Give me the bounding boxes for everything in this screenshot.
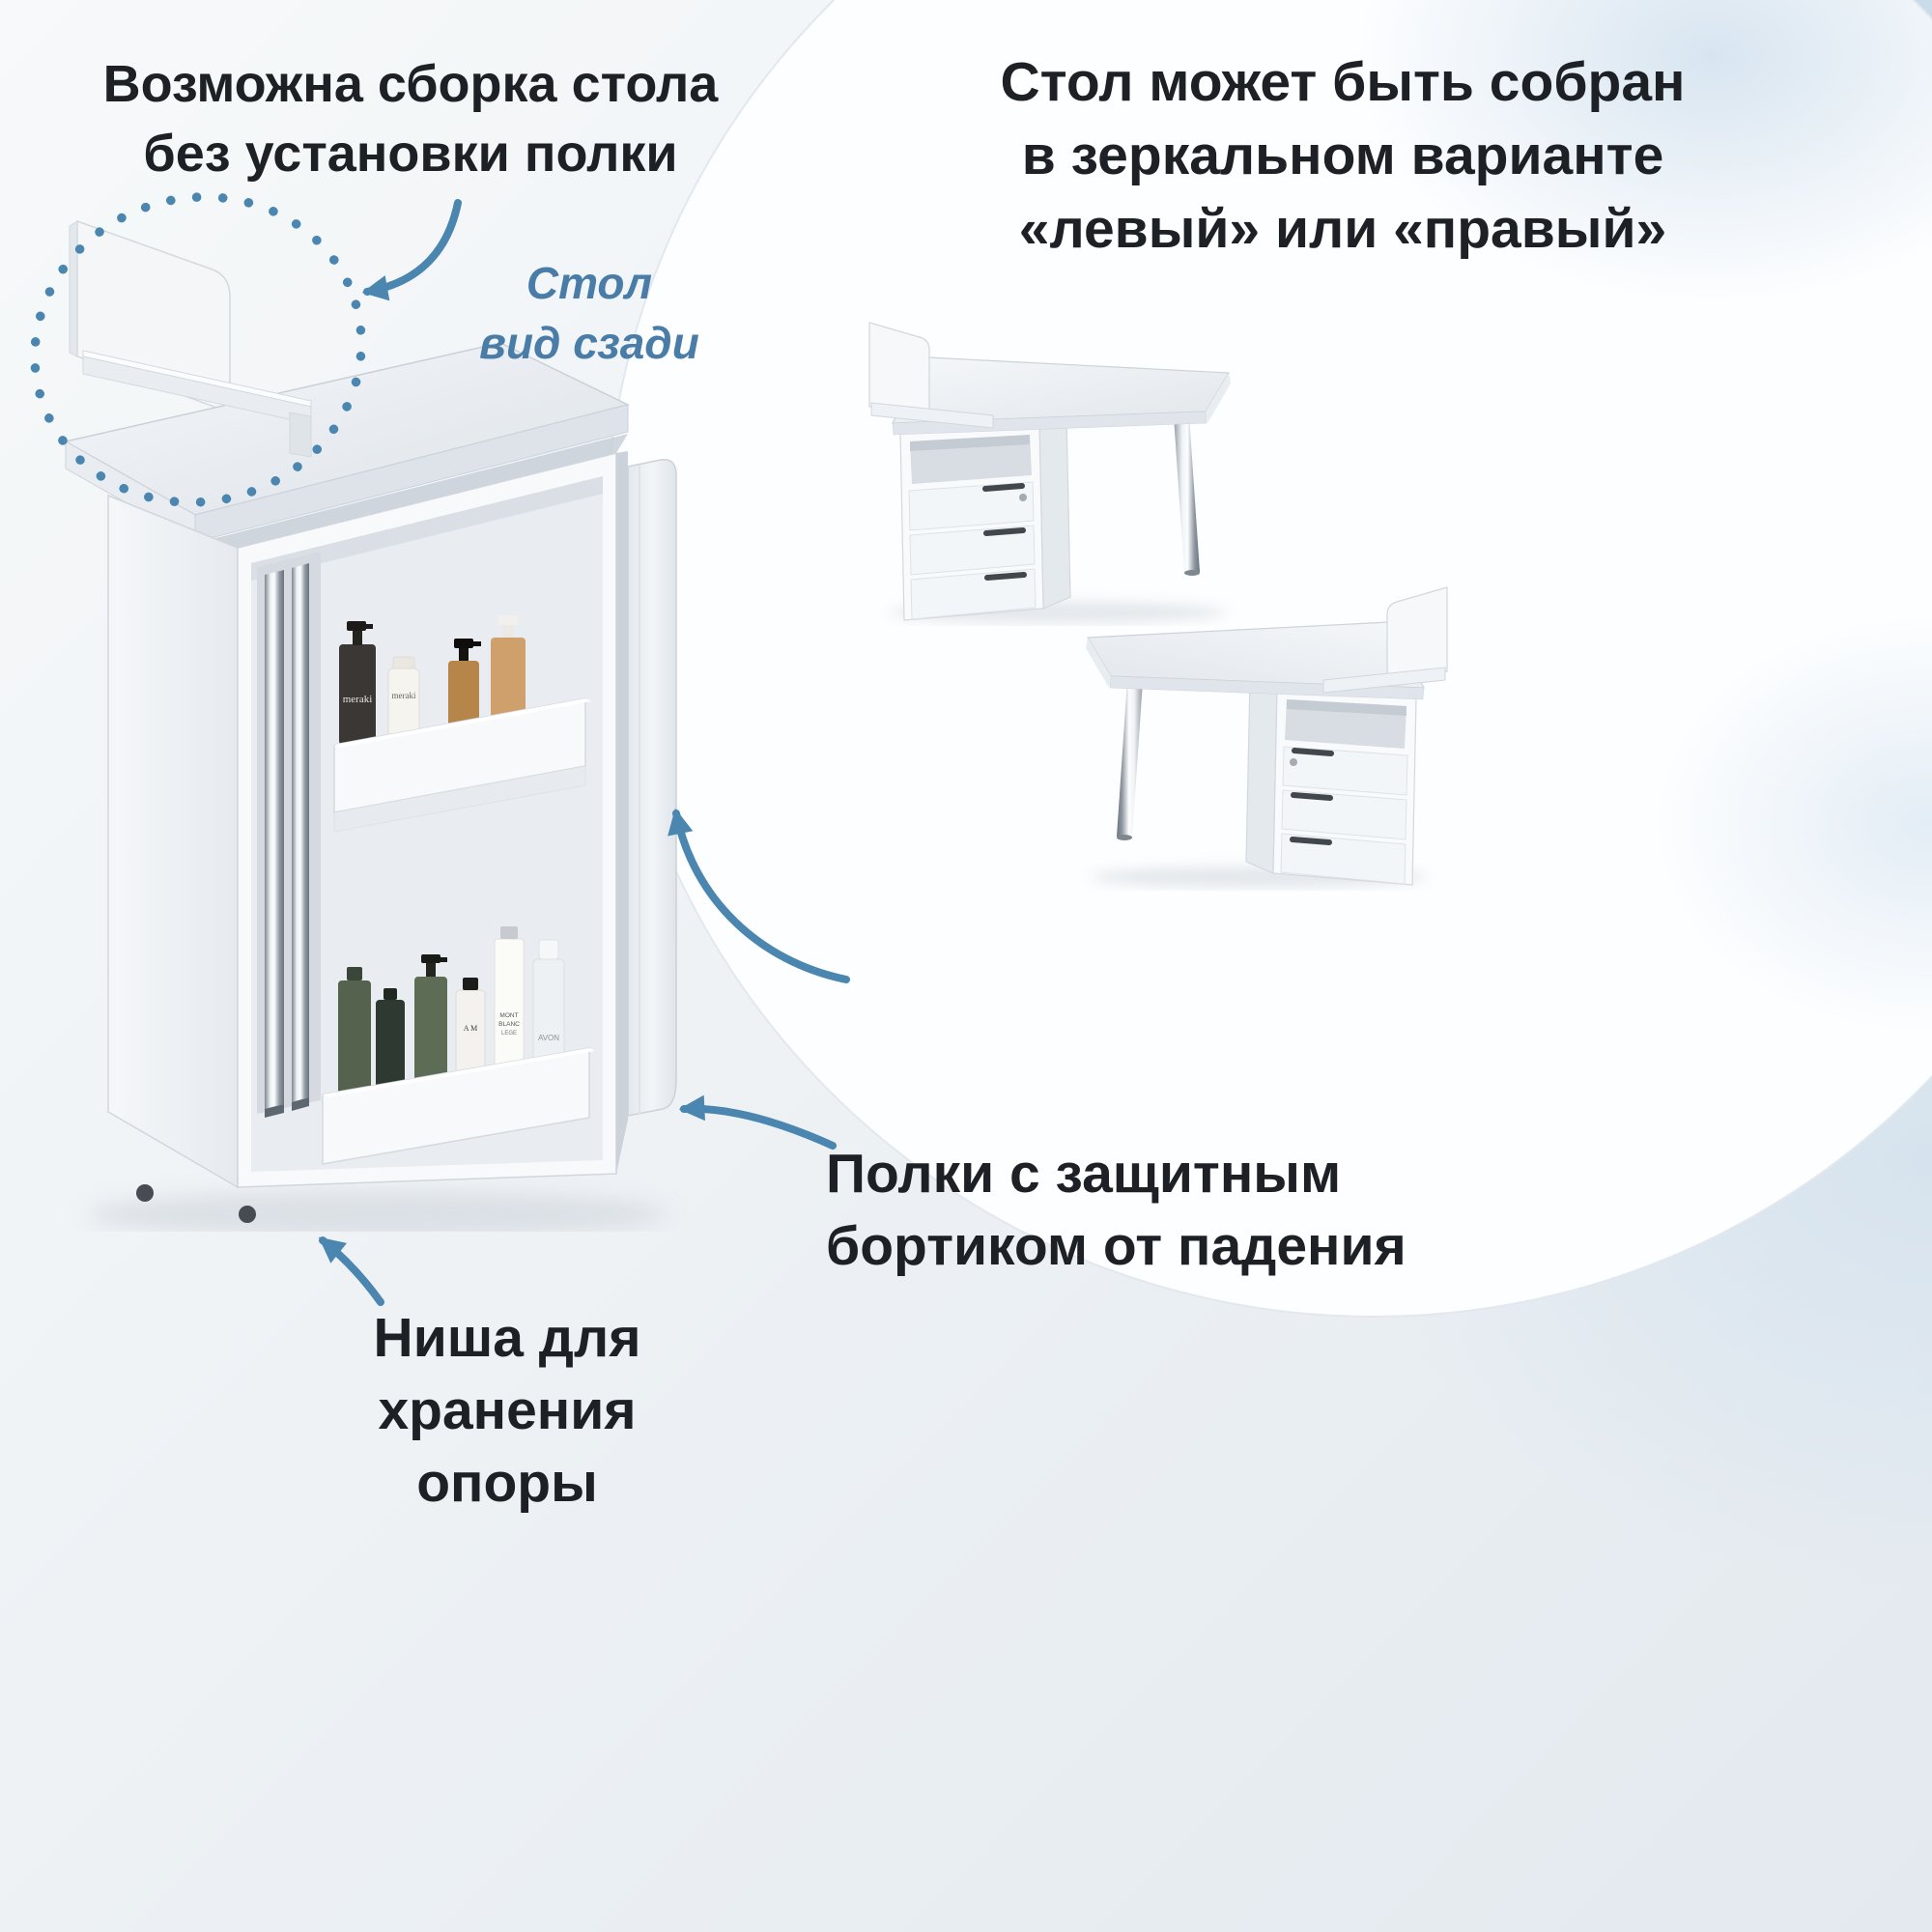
- arrow-to-niche: [318, 1236, 384, 1306]
- tube-label-meraki: meraki: [392, 691, 416, 700]
- desk-shadow: [87, 1191, 667, 1232]
- upper-shelf-bottles: meraki meraki: [339, 615, 526, 745]
- lower-shelf-bottles: A M MONT BLANC LEGE AVON: [338, 926, 565, 1096]
- mirror-variants-title: Стол может быть собран в зеркальном вари…: [1000, 51, 1686, 260]
- arrow-to-lower-guard: [678, 1094, 837, 1150]
- bottle-label-monogram: A M: [464, 1024, 477, 1033]
- rear-view-label: Стол вид сзади: [479, 258, 699, 369]
- bottle-label-lege: LEGE: [501, 1031, 517, 1037]
- dotted-highlight-ellipse: [30, 192, 366, 507]
- bottle-label-blanc: BLANC: [498, 1021, 520, 1028]
- support-niche-note: Ниша для хранения опоры: [373, 1307, 641, 1515]
- shelves-guard-note: Полки с защитным бортиком от падения: [826, 1143, 1406, 1278]
- tabletop-recess-shadow: [193, 434, 628, 548]
- stored-chrome-leg: [265, 563, 309, 1118]
- arrow-to-shelf: [361, 199, 462, 301]
- bottle-label-mont: MONT: [499, 1012, 518, 1019]
- top-shelf-panel: [69, 219, 231, 414]
- cabinet-body: [107, 452, 617, 1189]
- lower-shelf-guard: [322, 1047, 595, 1165]
- bottle-label-avon: AVON: [538, 1034, 559, 1042]
- upper-shelf-guard: [333, 697, 591, 833]
- casters: [136, 1184, 256, 1223]
- bottle-label-meraki: meraki: [343, 694, 373, 705]
- assembly-option-note: Возможна сборка стола без установки полк…: [102, 55, 719, 183]
- top-shelf-board: [82, 350, 312, 458]
